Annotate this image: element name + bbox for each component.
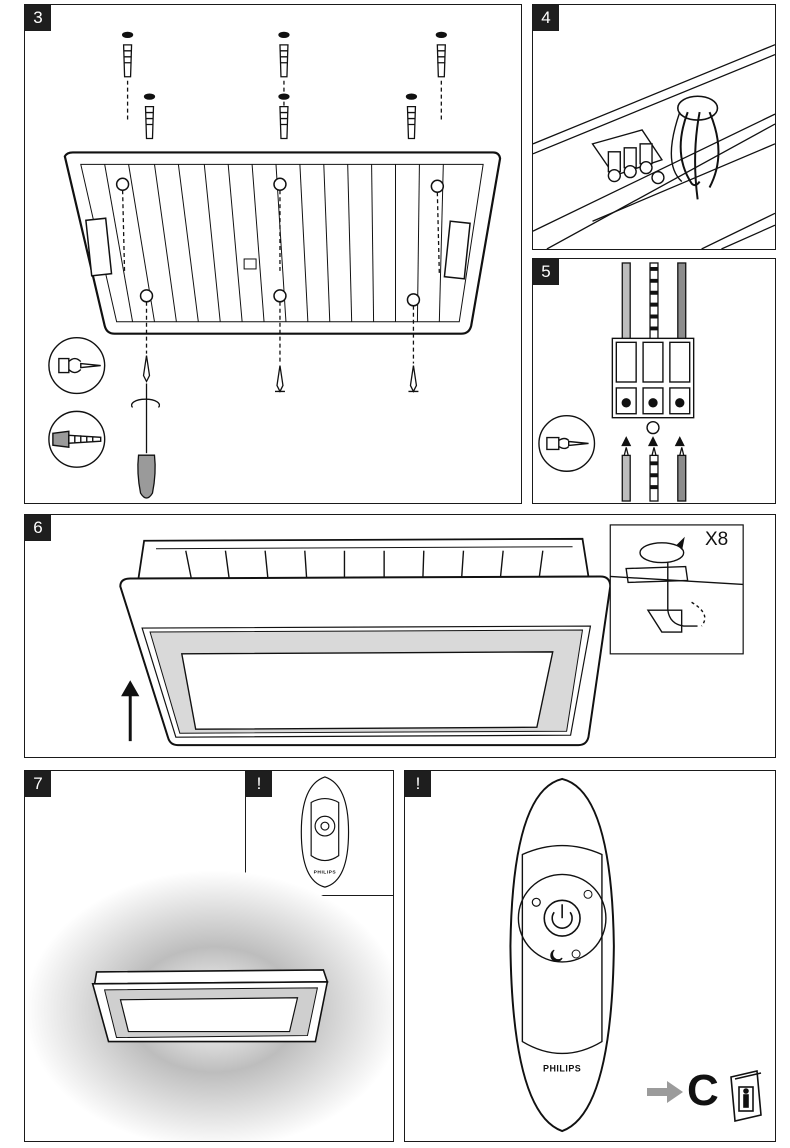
next-section-label: C [687,1066,719,1115]
step-7-number: 7 [25,771,51,797]
step-6-panel: 6 X8 [24,514,776,758]
moon-icon [550,949,563,962]
step-4-number: 4 [533,5,559,31]
rotate-arrow-icon [609,524,744,655]
screw-count-label: X8 [705,529,729,550]
note-marker: ! [405,771,431,797]
power-icon [551,904,573,929]
step-5-panel: 5 [532,258,776,504]
wall-plug-icon [121,31,447,140]
svg-text:PHILIPS: PHILIPS [314,869,337,875]
terminal-block-icon [611,337,695,435]
arrow-right-icon [647,1081,683,1103]
step-5-number: 5 [533,259,559,285]
drill-bit-icon [48,410,106,468]
sun-icon [531,889,593,907]
screwdriver-icon [538,415,596,472]
step-5-illustration [538,262,695,502]
step-4-panel: 4 [532,4,776,250]
note-marker-small: ! [246,771,272,797]
manual-book-icon [730,1070,762,1122]
screwdriver-icon [130,383,161,499]
lamp-glow-illustration [25,870,393,1141]
screw-icon [48,336,106,395]
remote-control: PHILIPS [509,777,615,1133]
step-6-illustration [119,524,744,747]
remote-note-panel: ! PHILIPS C [404,770,776,1142]
lamp-base-plate [63,151,502,335]
svg-text:PHILIPS: PHILIPS [543,1063,581,1073]
step-3-illustration [48,31,502,499]
remote-control-small: PHILIPS [300,776,350,888]
step-7-panel: 7 ! PHILIPS [24,770,394,1142]
terminal-block-icon [591,129,665,185]
step-3-number: 3 [25,5,51,31]
step-6-number: 6 [25,515,51,541]
note-inset-small: ! PHILIPS [245,771,393,896]
step-3-panel: 3 [24,4,522,504]
step-4-illustration [533,44,775,249]
